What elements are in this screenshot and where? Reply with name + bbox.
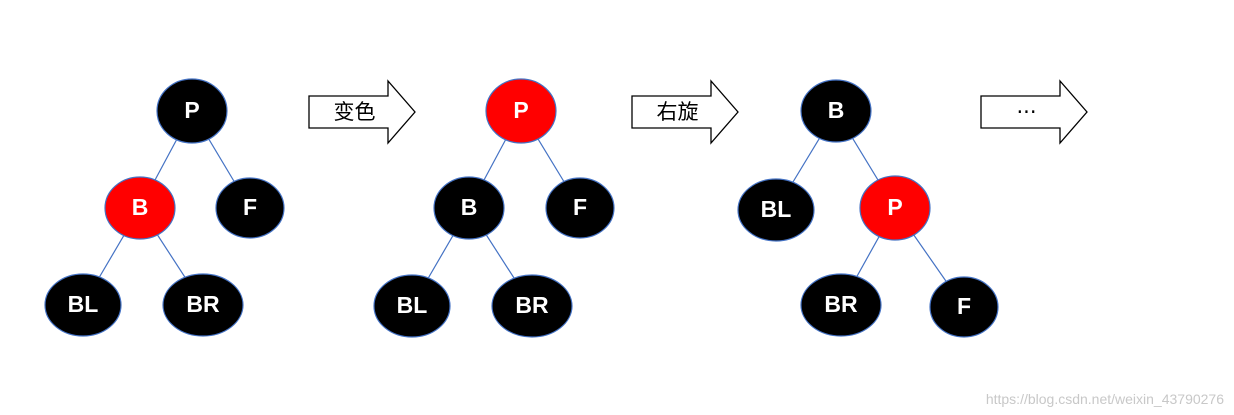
- node-br: BR: [800, 273, 882, 337]
- node-circle: [156, 78, 228, 144]
- node-label: BR: [824, 291, 858, 317]
- node-b: B: [104, 176, 176, 240]
- node-label: B: [132, 194, 149, 220]
- node-bl: BL: [373, 274, 451, 338]
- node-circle: [737, 178, 815, 242]
- node-br: BR: [162, 273, 244, 337]
- node-b: B: [800, 79, 872, 143]
- node-label: BL: [397, 292, 428, 318]
- node-label: F: [243, 194, 257, 220]
- node-circle: [44, 273, 122, 337]
- node-circle: [859, 175, 931, 241]
- node-label: F: [573, 194, 587, 220]
- tree-3: B BL P BR F: [737, 79, 999, 338]
- node-label: F: [957, 293, 971, 319]
- node-circle: [215, 177, 285, 239]
- node-label: BR: [186, 291, 220, 317]
- arrow-label: ···: [1016, 100, 1036, 124]
- node-circle: [545, 177, 615, 239]
- node-circle: [485, 78, 557, 144]
- arrow-label: 右旋: [657, 100, 699, 124]
- node-circle: [800, 79, 872, 143]
- node-label: B: [461, 194, 478, 220]
- node-label: BL: [68, 291, 99, 317]
- node-label: P: [184, 97, 199, 123]
- arrow-3: ···: [980, 79, 1088, 145]
- node-circle: [929, 276, 999, 338]
- node-p: P: [485, 78, 557, 144]
- node-circle: [373, 274, 451, 338]
- node-label: B: [828, 97, 845, 123]
- arrow-label: 变色: [334, 100, 376, 124]
- tree-1: P B F BL BR: [44, 78, 285, 337]
- node-circle: [433, 176, 505, 240]
- node-f: F: [929, 276, 999, 338]
- node-bl: BL: [737, 178, 815, 242]
- node-label: P: [513, 97, 528, 123]
- node-circle: [800, 273, 882, 337]
- arrow-2: 右旋: [631, 79, 739, 145]
- node-label: P: [887, 194, 902, 220]
- node-p: P: [156, 78, 228, 144]
- right-arrow-icon: [980, 79, 1088, 145]
- node-f: F: [215, 177, 285, 239]
- arrow-1: 变色: [308, 79, 416, 145]
- node-bl: BL: [44, 273, 122, 337]
- tree-2: P B F BL BR: [373, 78, 615, 338]
- right-arrow-icon: [308, 79, 416, 145]
- node-br: BR: [491, 274, 573, 338]
- watermark: https://blog.csdn.net/weixin_43790276: [985, 391, 1224, 407]
- right-arrow-icon: [631, 79, 739, 145]
- node-f: F: [545, 177, 615, 239]
- node-circle: [162, 273, 244, 337]
- node-circle: [104, 176, 176, 240]
- node-label: BR: [515, 292, 549, 318]
- node-b: B: [433, 176, 505, 240]
- node-p: P: [859, 175, 931, 241]
- node-circle: [491, 274, 573, 338]
- node-label: BL: [761, 196, 792, 222]
